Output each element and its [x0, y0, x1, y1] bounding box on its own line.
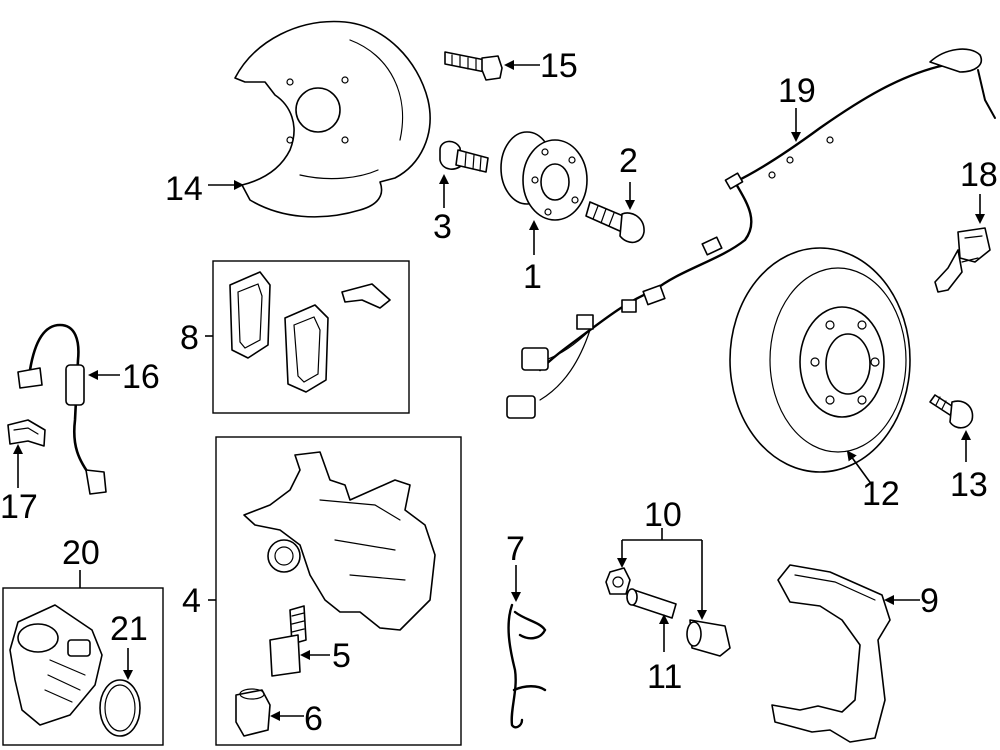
callout-6: 6: [304, 700, 323, 738]
callout-14: 14: [165, 170, 203, 208]
caliper-box: [215, 436, 462, 746]
callout-5: 5: [332, 637, 351, 675]
callout-3: 3: [433, 208, 452, 246]
brake-pads[interactable]: [229, 271, 391, 393]
brake-rotor[interactable]: [729, 247, 911, 473]
shield-bolt[interactable]: [444, 51, 503, 81]
guide-boot[interactable]: [235, 688, 271, 737]
hose-clip[interactable]: [7, 419, 46, 447]
caliper-bolt-head[interactable]: [605, 567, 631, 595]
callout-20: 20: [62, 534, 100, 572]
anti-rattle-spring[interactable]: [507, 603, 547, 729]
callout-11: 11: [647, 658, 682, 696]
rotor-screw[interactable]: [929, 394, 974, 429]
parking-brake-motor[interactable]: [9, 604, 103, 726]
motor-box: [2, 587, 164, 746]
callout-18: 18: [960, 156, 998, 194]
callout-13: 13: [950, 466, 988, 504]
callout-12: 12: [862, 475, 900, 513]
callout-17: 17: [0, 488, 38, 526]
callout-7: 7: [506, 530, 525, 568]
callout-10: 10: [644, 496, 682, 534]
brake-pads-box: [212, 260, 410, 414]
callout-19: 19: [778, 72, 816, 110]
hub-bolt[interactable]: [439, 140, 489, 173]
guide-pin[interactable]: [269, 605, 307, 677]
callout-1: 1: [523, 258, 542, 296]
wheel-hub[interactable]: [500, 131, 588, 221]
callout-16: 16: [122, 358, 160, 396]
callout-2: 2: [619, 142, 638, 180]
guide-pin-cap[interactable]: [686, 619, 731, 657]
abs-sensor-harness[interactable]: [506, 48, 996, 419]
wheel-speed-sensor[interactable]: [934, 227, 991, 293]
splash-shield[interactable]: [234, 20, 431, 218]
callout-9: 9: [920, 582, 939, 620]
callout-4: 4: [182, 582, 201, 620]
caliper-guide-pin[interactable]: [626, 588, 677, 619]
brake-hose[interactable]: [17, 323, 107, 495]
brake-caliper[interactable]: [243, 451, 436, 631]
hub-mount-bolt[interactable]: [585, 201, 645, 244]
callout-8: 8: [180, 319, 199, 357]
caliper-bracket[interactable]: [771, 564, 891, 743]
leader-12: [846, 450, 873, 486]
callout-15: 15: [540, 47, 578, 85]
callout-21: 21: [110, 610, 148, 648]
motor-seal-ring[interactable]: [99, 679, 141, 737]
